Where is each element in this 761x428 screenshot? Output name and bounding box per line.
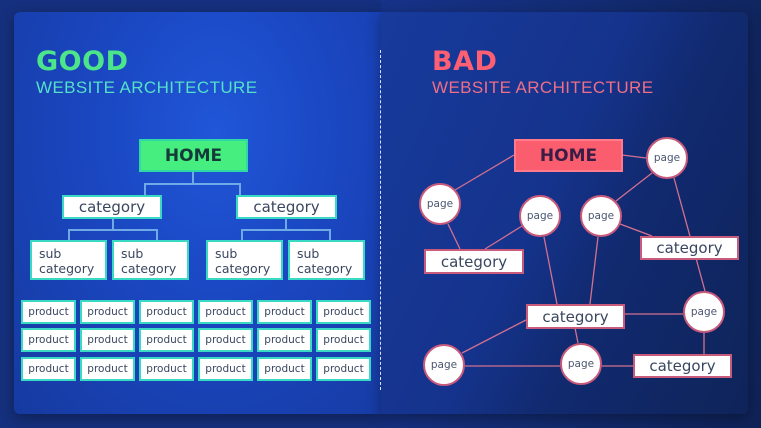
product-node: product — [21, 357, 76, 381]
page-node: page — [560, 343, 602, 385]
good-home-node: HOME — [139, 139, 248, 172]
product-node: product — [257, 300, 312, 324]
subcategory-line1: sub — [39, 246, 62, 261]
good-title: GOOD — [36, 46, 129, 77]
page-node: page — [646, 137, 688, 179]
product-node: product — [316, 328, 371, 352]
good-subtitle: WEBSITE ARCHITECTURE — [36, 78, 258, 97]
good-subcategory-node: sub category — [112, 240, 189, 280]
subcategory-line1: sub — [121, 246, 144, 261]
category-node: category — [526, 304, 625, 329]
product-node: product — [198, 300, 253, 324]
category-node: category — [424, 249, 524, 274]
page-node: page — [519, 195, 561, 237]
subcategory-line1: sub — [297, 246, 320, 261]
category-node: category — [633, 354, 732, 378]
good-category-node: category — [236, 195, 337, 219]
page-node: page — [580, 195, 622, 237]
page-node: page — [683, 291, 725, 333]
product-node: product — [316, 357, 371, 381]
product-node: product — [139, 300, 194, 324]
product-node: product — [257, 357, 312, 381]
page-node: page — [419, 183, 461, 225]
subcategory-line2: category — [39, 261, 95, 276]
category-node: category — [640, 236, 739, 260]
subcategory-line2: category — [297, 261, 353, 276]
product-node: product — [21, 328, 76, 352]
page-node: page — [423, 344, 465, 386]
product-node: product — [198, 328, 253, 352]
product-node: product — [257, 328, 312, 352]
good-category-node: category — [62, 195, 162, 219]
product-node: product — [139, 328, 194, 352]
bad-home-node: HOME — [514, 139, 623, 172]
product-node: product — [316, 300, 371, 324]
subcategory-line2: category — [215, 261, 271, 276]
good-subcategory-node: sub category — [288, 240, 365, 280]
product-node: product — [198, 357, 253, 381]
product-node: product — [80, 357, 135, 381]
product-node: product — [21, 300, 76, 324]
subcategory-line1: sub — [215, 246, 238, 261]
bad-subtitle: WEBSITE ARCHITECTURE — [432, 78, 654, 97]
subcategory-line2: category — [121, 261, 177, 276]
good-subcategory-node: sub category — [206, 240, 283, 280]
dashed-divider — [380, 50, 381, 390]
good-subcategory-node: sub category — [30, 240, 107, 280]
bad-title: BAD — [432, 46, 498, 77]
product-node: product — [139, 357, 194, 381]
product-node: product — [80, 300, 135, 324]
product-node: product — [80, 328, 135, 352]
